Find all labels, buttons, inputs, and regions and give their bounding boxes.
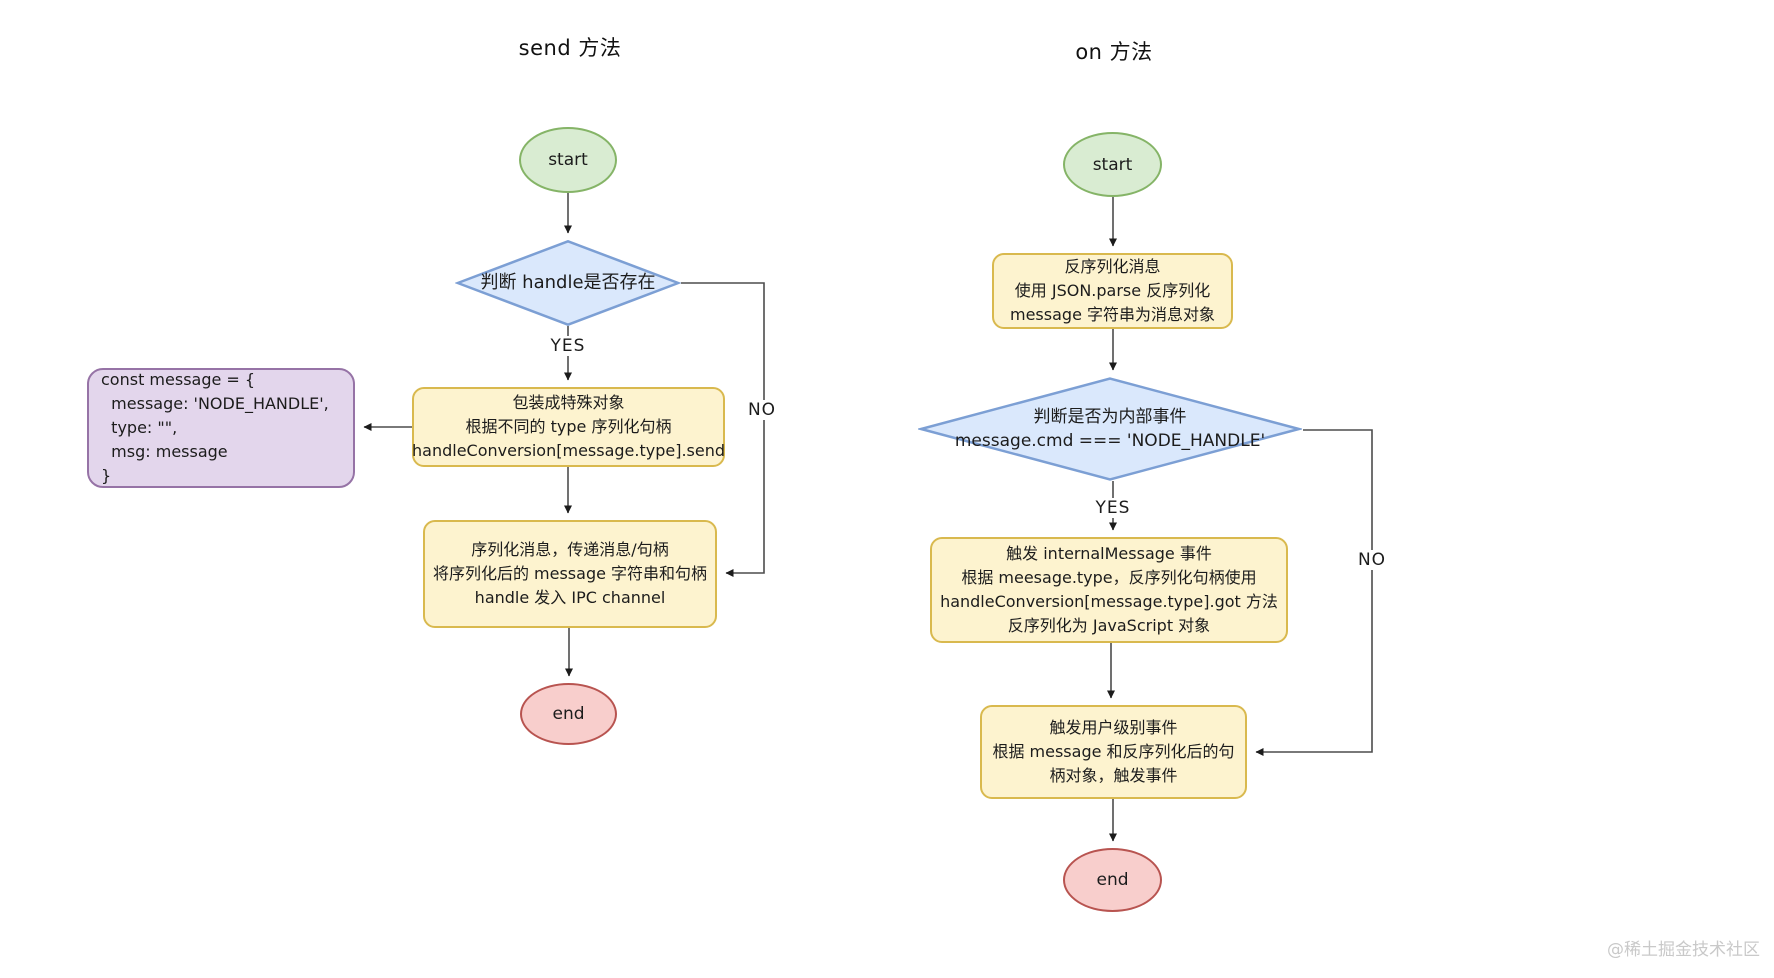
watermark: @稀土掘金技术社区 <box>1607 940 1760 960</box>
process-node-user-event: 触发用户级别事件 根据 message 和反序列化后的句 柄对象，触发事件 <box>980 705 1247 799</box>
flow-title-on: on 方法 <box>1075 40 1153 64</box>
code-note-message-object: const message = { message: 'NODE_HANDLE'… <box>87 368 355 488</box>
process-node-label: 触发用户级别事件 根据 message 和反序列化后的句 柄对象，触发事件 <box>992 718 1235 785</box>
decision-node-label: 判断 handle是否存在 <box>480 272 656 293</box>
decision-node-internal-event: 判断是否为内部事件 message.cmd === 'NODE_HANDLE' <box>918 377 1302 481</box>
process-node-wrap-object: 包装成特殊对象 根据不同的 type 序列化句柄 handleConversio… <box>412 387 725 467</box>
start-node-on: start <box>1063 132 1162 197</box>
start-node-label: start <box>548 150 588 170</box>
process-node-label: 序列化消息，传递消息/句柄 将序列化后的 message 字符串和句柄 hand… <box>432 540 708 607</box>
diamond-shape <box>455 240 681 326</box>
decision-node-label: 判断是否为内部事件 message.cmd === 'NODE_HANDLE' <box>954 407 1266 451</box>
diamond-shape <box>918 377 1302 481</box>
edge-label-no-send: NO <box>744 400 780 420</box>
edge-label-no-on: NO <box>1354 550 1390 570</box>
process-node-label: 反序列化消息 使用 JSON.parse 反序列化 message 字符串为消息… <box>1010 257 1215 324</box>
end-node-label: end <box>1096 870 1129 890</box>
flow-title-send: send 方法 <box>518 36 622 60</box>
process-node-label: 触发 internalMessage 事件 根据 meesage.type，反序… <box>940 544 1278 635</box>
end-node-label: end <box>552 704 585 724</box>
process-node-serialize-send: 序列化消息，传递消息/句柄 将序列化后的 message 字符串和句柄 hand… <box>423 520 717 628</box>
process-node-internal-message: 触发 internalMessage 事件 根据 meesage.type，反序… <box>930 537 1288 643</box>
process-node-label: 包装成特殊对象 根据不同的 type 序列化句柄 handleConversio… <box>412 393 726 460</box>
start-node-send: start <box>519 127 617 193</box>
decision-node-handle-exists: 判断 handle是否存在 <box>455 240 681 326</box>
edge-label-yes-send: YES <box>547 336 589 356</box>
edge-label-yes-on: YES <box>1092 498 1134 518</box>
end-node-send: end <box>520 683 617 745</box>
start-node-label: start <box>1092 154 1133 175</box>
end-node-on: end <box>1063 848 1162 912</box>
code-note-text: const message = { message: 'NODE_HANDLE'… <box>101 370 329 485</box>
process-node-deserialize: 反序列化消息 使用 JSON.parse 反序列化 message 字符串为消息… <box>992 253 1233 329</box>
